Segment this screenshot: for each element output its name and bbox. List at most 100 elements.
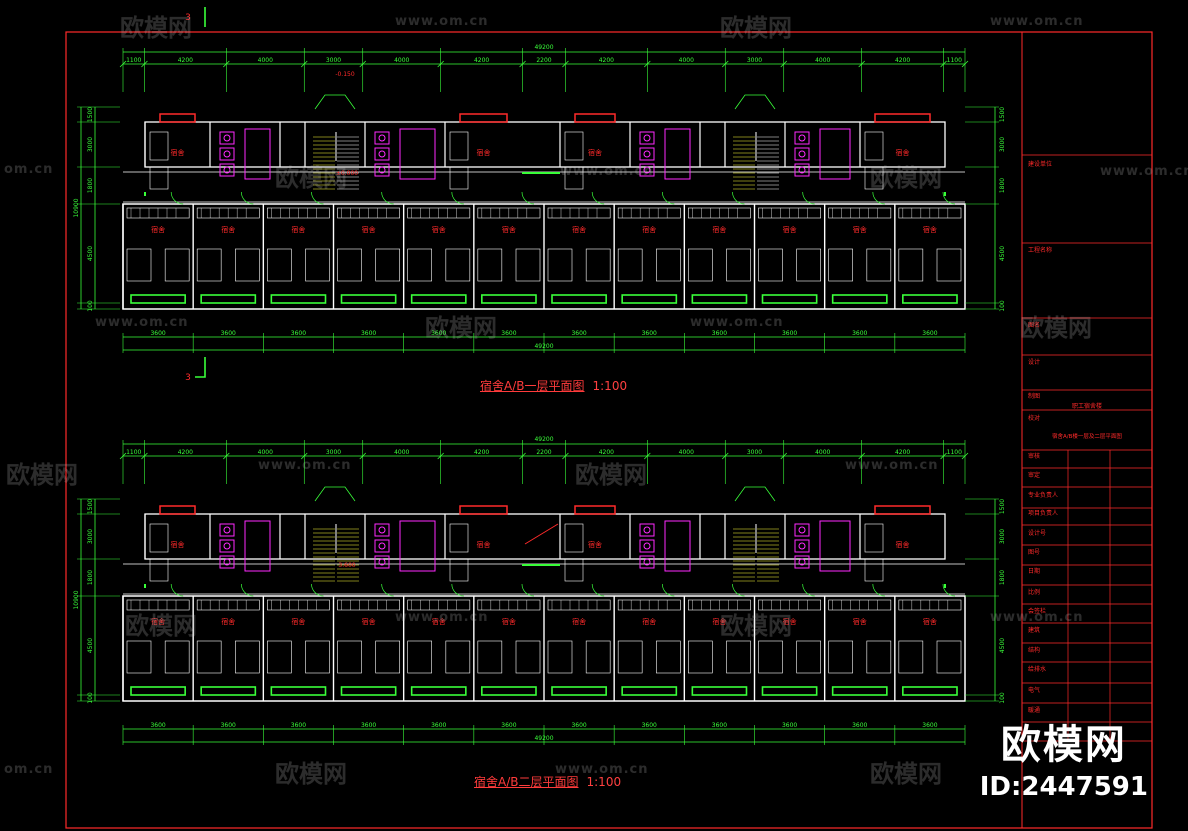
door-swing — [591, 191, 605, 205]
balcony-window — [200, 686, 257, 696]
toilet-stall — [219, 147, 235, 161]
dim-left-label: 4500 — [87, 638, 94, 653]
room-label: 宿舍 — [221, 225, 235, 234]
toilet-fixture — [643, 526, 651, 534]
watermark-url: www.om.cn — [990, 14, 1084, 29]
balcony-window — [340, 294, 397, 304]
window-opening — [459, 113, 508, 123]
toilet-fixture — [223, 542, 231, 550]
dim-bottom-label: 3600 — [852, 722, 867, 729]
dim-overall-width: 49200 — [534, 343, 553, 350]
dim-tick — [300, 60, 308, 68]
room-label: 宿舍 — [896, 540, 910, 549]
bed — [449, 166, 469, 190]
toilet-fixture — [798, 134, 806, 142]
shower-area — [244, 128, 271, 180]
dim-tick — [119, 452, 127, 460]
dim-right-label: 1800 — [999, 570, 1006, 585]
toilet-stall — [219, 555, 235, 569]
bed — [235, 640, 260, 674]
balcony-window — [621, 686, 678, 696]
bed — [617, 640, 643, 674]
bed — [445, 640, 471, 674]
dim-tick — [519, 60, 526, 68]
bed — [149, 131, 169, 161]
section-mark-label: 3 — [185, 13, 191, 23]
title-block-label: 审定 — [1028, 471, 1040, 479]
door-swing — [872, 191, 885, 205]
dim-right-label: 100 — [999, 300, 1006, 312]
toilet-fixture — [643, 166, 651, 174]
dim-top-label: 4000 — [679, 449, 694, 456]
watermark-brand: 欧模网 — [870, 760, 942, 788]
dim-top-label: 4200 — [178, 449, 193, 456]
door-swing — [661, 583, 675, 597]
title-block-label: 项目负责人 — [1028, 509, 1058, 517]
site-logo: 欧模网 ID:2447591 — [980, 712, 1148, 802]
dim-top-label: 4200 — [599, 57, 614, 64]
door-swing — [451, 583, 464, 597]
window-opening — [874, 505, 931, 515]
dim-top-label: 1100 — [947, 57, 962, 64]
dim-overall-width: 49200 — [534, 735, 553, 742]
toilet-fixture — [223, 526, 231, 534]
dim-bottom-label: 3600 — [501, 722, 516, 729]
room-label: 宿舍 — [896, 148, 910, 157]
bed — [758, 640, 783, 674]
balcony-window — [691, 686, 748, 696]
bed — [515, 640, 541, 674]
title-block: 建设单位工程名称图名设计制图校对审核审定专业负责人项目负责人设计号图号日期比例会… — [1022, 154, 1152, 742]
dim-top-label: 1100 — [126, 449, 141, 456]
watermark-brand: 欧模网 — [120, 14, 192, 42]
dim-tick — [721, 452, 729, 460]
dim-tick — [644, 452, 651, 460]
watermark-url: www.om.cn — [555, 762, 649, 777]
bed — [337, 640, 362, 674]
bed — [936, 248, 962, 282]
balcony-window — [551, 686, 607, 696]
room-label: 宿舍 — [171, 148, 185, 157]
toilet-stall — [794, 131, 810, 145]
dim-tick — [437, 60, 444, 68]
toilet-stall — [794, 163, 810, 177]
bed — [564, 523, 584, 553]
watermark-brand: 欧模网 — [720, 14, 792, 42]
title-block-label: 制图 — [1028, 392, 1040, 400]
section-cut-line — [195, 357, 206, 378]
watermark-brand: 欧模网 — [870, 164, 942, 192]
dim-tick — [562, 60, 569, 68]
bed — [375, 640, 400, 674]
door-swing — [661, 191, 675, 205]
bed — [407, 640, 432, 674]
shower-area — [819, 128, 851, 180]
toilet-fixture — [798, 558, 806, 566]
toilet-stall — [374, 555, 390, 569]
balcony-window — [691, 294, 748, 304]
balcony-window — [340, 686, 397, 696]
toilet-stall — [374, 147, 390, 161]
dim-tick — [359, 60, 367, 68]
room-label: 宿舍 — [853, 225, 867, 234]
dim-bottom-label: 3600 — [431, 722, 446, 729]
balcony-window — [902, 294, 958, 304]
dim-bottom-label: 3600 — [361, 330, 376, 337]
watermark-url: www.om.cn — [1100, 164, 1188, 179]
bed — [656, 640, 681, 674]
bed — [898, 248, 924, 282]
bed — [449, 131, 469, 161]
toilet-fixture — [223, 150, 231, 158]
dim-top-label: 3000 — [747, 57, 762, 64]
toilet-fixture — [378, 558, 386, 566]
room-label: 宿舍 — [853, 617, 867, 626]
title-block-label: 会签栏 — [1028, 607, 1046, 615]
watermark-url: www.om.cn — [258, 458, 352, 473]
bed — [164, 248, 190, 282]
dim-bottom-label: 3600 — [571, 722, 586, 729]
toilet-fixture — [643, 150, 651, 158]
toilet-stall — [639, 539, 655, 553]
dim-top-label: 4200 — [474, 57, 489, 64]
watermark-brand: 欧模网 — [720, 612, 792, 640]
toilet-fixture — [378, 166, 386, 174]
